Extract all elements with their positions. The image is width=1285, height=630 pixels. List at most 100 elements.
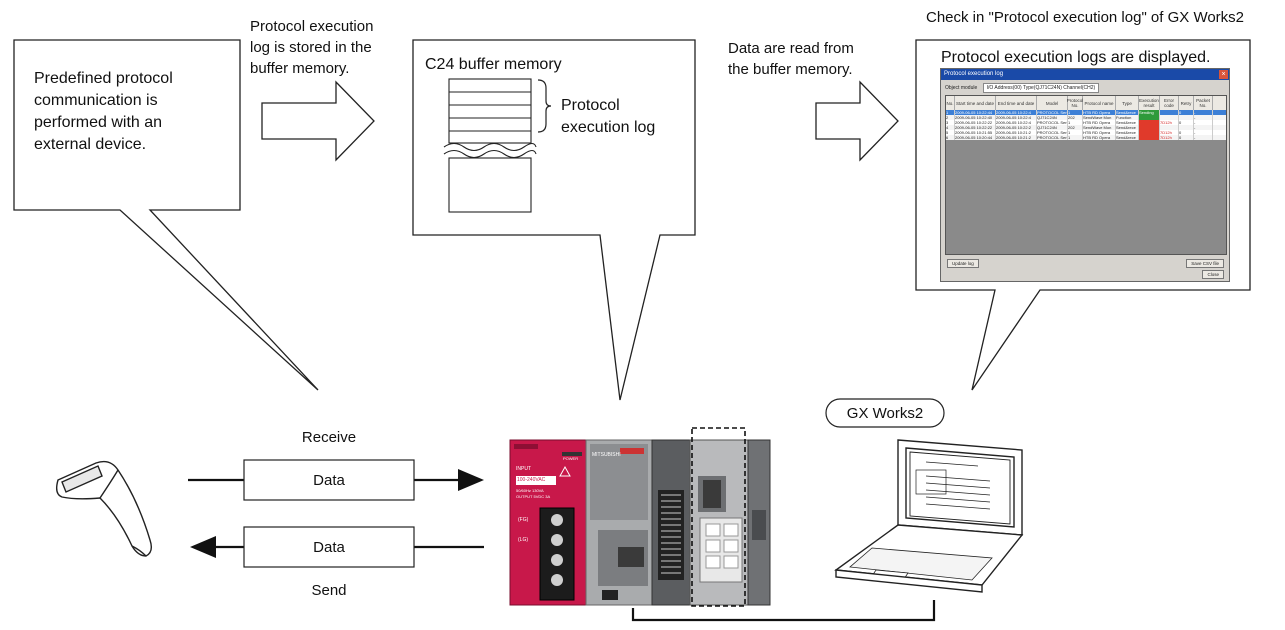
label-send: Send xyxy=(311,582,347,599)
label-receive: Receive xyxy=(301,429,357,446)
label-logs-displayed: Protocol execution logs are displayed. xyxy=(941,49,1211,66)
log-table-cell xyxy=(1179,115,1194,120)
barcode-scanner-icon xyxy=(55,460,153,557)
log-table-cell: 0 xyxy=(1179,110,1194,115)
log-column-header[interactable]: Model xyxy=(1037,96,1068,110)
data-flow-lines xyxy=(188,478,484,549)
log-table-cell: 2009-06-05 10:22:4 xyxy=(996,120,1037,125)
label-c24-buffer-memory: C24 buffer memory xyxy=(425,56,562,73)
log-table-cell: 202 xyxy=(1068,115,1083,120)
log-table-cell: 2009-06-05 10:22:2 xyxy=(996,125,1037,130)
log-column-header[interactable]: Start time and date xyxy=(955,96,996,110)
close-button[interactable]: Close xyxy=(1202,270,1224,279)
log-table-cell: 6 xyxy=(946,135,955,140)
buffer-memory-table xyxy=(443,78,537,213)
target-module-field[interactable]: I/O Address(00) Type(QJ71C24N) Channel(C… xyxy=(982,83,1100,93)
plc-fg-label: (FG) xyxy=(518,517,529,523)
log-table-cell: - xyxy=(1194,115,1213,120)
log-table-cell xyxy=(1139,125,1160,130)
log-table-cell: QJ71C24N xyxy=(1037,115,1068,120)
log-table-cell: 2009-06-05 10:22:40 xyxy=(955,115,996,120)
log-column-header[interactable]: Execution result xyxy=(1139,96,1160,110)
log-table-cell: 7D12h xyxy=(1160,135,1179,140)
speech-bubble-predefined xyxy=(13,39,319,391)
log-table-cell: - xyxy=(1194,125,1213,130)
label-predefined-protocol: Predefined protocol communication is per… xyxy=(34,70,173,153)
log-table-cell: Send&rece xyxy=(1116,110,1139,115)
label-log-stored: Protocol execution log is stored in the … xyxy=(250,18,374,77)
log-table-cell xyxy=(1139,120,1160,125)
log-table-cell: 2 xyxy=(946,115,955,120)
log-table-cell: PROTOCOL Series xyxy=(1037,120,1068,125)
label-protocol-execution-log: Protocol execution log xyxy=(561,97,656,136)
log-table-cell: 7D12h xyxy=(1160,120,1179,125)
plc-freq-label: 50/60Hz 130VA xyxy=(516,488,544,493)
log-table-cell: 2009-06-05 10:21:2 xyxy=(996,130,1037,135)
log-table-cell: HTB RD Opera xyxy=(1083,120,1116,125)
arrow-left-head-icon xyxy=(190,536,216,558)
log-table-cell xyxy=(1160,115,1179,120)
target-module-label: Object module xyxy=(945,85,978,91)
log-table-cell xyxy=(1139,130,1160,135)
log-table-cell xyxy=(1179,125,1194,130)
plc-lg-label: (LG) xyxy=(518,537,528,543)
log-table-cell: 2009-06-05 10:22:22 xyxy=(955,125,996,130)
log-table-cell: - xyxy=(1194,135,1213,140)
log-table-cell: Send&rece xyxy=(1116,125,1139,130)
plc-power-label: POWER xyxy=(563,456,579,461)
log-table-cell: 2009-06-05 10:22:4 xyxy=(996,110,1037,115)
log-table-cell: 1 xyxy=(1068,130,1083,135)
label-check-in: Check in "Protocol execution log" of GX … xyxy=(926,9,1245,26)
log-table-cell: HTB RD Opera xyxy=(1083,130,1116,135)
data-box-send xyxy=(243,526,415,568)
plc-unit xyxy=(509,439,771,606)
log-table-cell: Send&rece xyxy=(1116,135,1139,140)
log-table-cell: 0 xyxy=(1179,120,1194,125)
log-column-header[interactable]: Type xyxy=(1116,96,1139,110)
log-table-cell: 7D12h xyxy=(1160,130,1179,135)
log-column-header[interactable]: Packet No. xyxy=(1194,96,1213,110)
log-table-cell: 1 xyxy=(1068,120,1083,125)
window-close-icon[interactable]: × xyxy=(1219,70,1228,79)
log-column-header[interactable]: Retry xyxy=(1179,96,1194,110)
log-table-cell: 2009-06-05 10:22:44 xyxy=(955,110,996,115)
log-table-cell xyxy=(1139,115,1160,120)
log-table-cell: - xyxy=(1194,110,1213,115)
log-column-header[interactable]: Protocol name xyxy=(1083,96,1116,110)
label-data-receive: Data xyxy=(313,472,345,489)
log-table-cell: 3 xyxy=(946,120,955,125)
warning-triangle-icon xyxy=(559,465,571,477)
target-module-row: Object module I/O Address(00) Type(QJ71C… xyxy=(941,80,1229,96)
update-log-button[interactable]: Update log xyxy=(947,259,979,268)
log-table-cell: - xyxy=(1194,120,1213,125)
log-column-header[interactable]: End time and date xyxy=(996,96,1037,110)
log-table-cell: 2009-06-05 10:20:44 xyxy=(955,135,996,140)
log-column-header[interactable]: Protocol No. xyxy=(1066,96,1084,110)
log-table-cell: 2009-06-05 10:22:22 xyxy=(955,120,996,125)
log-table-cell: HTB RD Opera xyxy=(1083,110,1116,115)
label-gx-works2: GX Works2 xyxy=(846,405,924,422)
plc-output-label: OUTPUT 5VDC 3A xyxy=(516,494,551,499)
laptop-icon xyxy=(834,439,1024,593)
log-column-header[interactable]: Error code xyxy=(1160,96,1179,110)
data-box-receive xyxy=(243,459,415,501)
label-data-read: Data are read from the buffer memory. xyxy=(728,40,854,78)
save-csv-button[interactable]: Save CSV file xyxy=(1186,259,1224,268)
plc-brand-label: MITSUBISHI xyxy=(592,452,621,458)
log-table-cell xyxy=(1139,135,1160,140)
log-column-header[interactable]: No. xyxy=(946,96,955,110)
log-table-cell: QJ71C24N xyxy=(1037,125,1068,130)
arrow-right-head-icon xyxy=(458,469,484,491)
log-table-cell: Send&rece xyxy=(1116,130,1139,135)
c24-highlight-box xyxy=(691,427,746,607)
window-title-bar: Protocol execution log × xyxy=(941,69,1229,80)
hollow-arrow-to-gxworks xyxy=(815,80,899,162)
